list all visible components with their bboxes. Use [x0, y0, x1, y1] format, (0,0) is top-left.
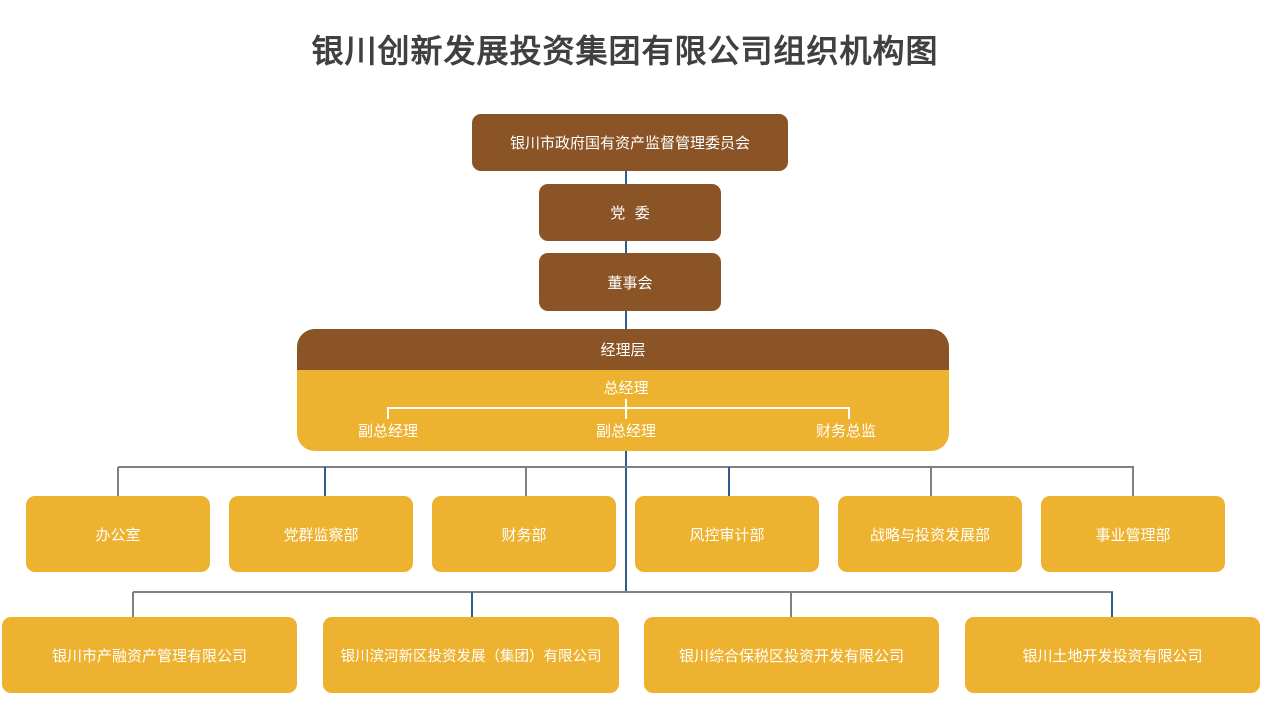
party-committee-box: 党 委 — [539, 184, 721, 241]
cfo: 财务总监 — [815, 422, 877, 440]
company-box: 银川土地开发投资有限公司 — [965, 617, 1260, 693]
dept-connector — [118, 466, 1134, 468]
dept-box: 党群监察部 — [229, 496, 413, 572]
company-connector — [133, 591, 1113, 593]
management-block: 经理层 总经理 副总经理 副总经理 财务总监 — [297, 329, 949, 451]
dept-connector — [525, 467, 527, 496]
bracket-line — [848, 407, 850, 419]
dept-connector — [324, 467, 326, 496]
company-connector — [1111, 592, 1113, 617]
deputy-gm: 副总经理 — [595, 422, 657, 440]
board-box: 董事会 — [539, 253, 721, 311]
bracket-line — [387, 407, 850, 409]
dept-connector — [728, 467, 730, 496]
deputy-gm: 副总经理 — [357, 422, 419, 440]
dept-box: 战略与投资发展部 — [838, 496, 1022, 572]
company-box: 银川综合保税区投资开发有限公司 — [644, 617, 939, 693]
dept-connector — [117, 467, 119, 496]
page-title: 银川创新发展投资集团有限公司组织机构图 — [311, 32, 939, 70]
bracket-line — [625, 399, 627, 419]
management-header: 经理层 — [297, 329, 949, 370]
company-connector — [132, 592, 134, 617]
dept-box: 办公室 — [26, 496, 210, 572]
dept-connector — [930, 467, 932, 496]
company-box: 银川市产融资产管理有限公司 — [2, 617, 297, 693]
dept-connector — [1132, 467, 1134, 496]
dept-box: 事业管理部 — [1041, 496, 1225, 572]
company-box: 银川滨河新区投资发展（集团）有限公司 — [323, 617, 619, 693]
dept-box: 风控审计部 — [635, 496, 819, 572]
company-connector — [471, 592, 473, 617]
general-manager: 总经理 — [603, 379, 649, 397]
dept-box: 财务部 — [432, 496, 616, 572]
company-connector — [790, 592, 792, 617]
sasac-box: 银川市政府国有资产监督管理委员会 — [472, 114, 788, 171]
bracket-line — [387, 407, 389, 419]
